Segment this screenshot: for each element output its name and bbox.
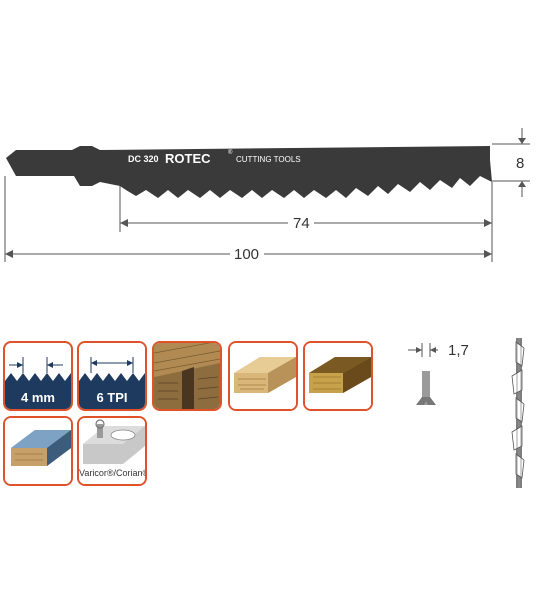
thickness-diagram: 1,7 bbox=[408, 342, 469, 405]
blade-drawing: DC 320 ROTEC ® CUTTING TOOLS 8 74 100 bbox=[4, 128, 530, 263]
solid-surface-label: Varicor®/Corian® bbox=[79, 468, 147, 478]
cut-length-arrow-right bbox=[484, 219, 492, 227]
blade-body bbox=[6, 146, 492, 198]
laminated-wood-icon bbox=[154, 343, 220, 409]
tpi-icon bbox=[79, 343, 145, 409]
blade-brand-mark: ® bbox=[228, 149, 233, 156]
height-arrow-bottom bbox=[518, 181, 526, 187]
total-length-arrow-right bbox=[484, 250, 492, 258]
cut-length-value: 74 bbox=[293, 215, 310, 232]
solid-surface-icon bbox=[79, 418, 145, 484]
tooth-set-profile bbox=[511, 338, 525, 488]
hardwood-icon bbox=[305, 343, 371, 409]
blade-model-text: DC 320 bbox=[128, 154, 159, 164]
solid-surface-tile: Varicor®/Corian® bbox=[77, 416, 147, 486]
blade-subtitle-text: CUTTING TOOLS bbox=[236, 155, 301, 164]
tooth-spacing-label: 4 mm bbox=[21, 390, 55, 405]
tpi-tile: 6 TPI bbox=[77, 341, 147, 411]
coated-board-tile bbox=[3, 416, 73, 486]
blade-brand-text: ROTEC bbox=[165, 151, 211, 166]
hardwood-tile bbox=[303, 341, 373, 411]
blade-profile bbox=[422, 371, 430, 405]
thickness-value: 1,7 bbox=[448, 342, 469, 359]
softwood-icon bbox=[230, 343, 296, 409]
cut-length-arrow-left bbox=[120, 219, 128, 227]
tpi-label: 6 TPI bbox=[96, 390, 128, 405]
softwood-tile bbox=[228, 341, 298, 411]
tooth-spacing-icon bbox=[5, 343, 71, 409]
coated-board-icon bbox=[5, 418, 71, 484]
height-value: 8 bbox=[516, 155, 524, 172]
laminated-wood-tile bbox=[152, 341, 222, 411]
tooth-spacing-tile: 4 mm bbox=[3, 341, 73, 411]
total-length-value: 100 bbox=[234, 246, 259, 263]
height-arrow-top bbox=[518, 138, 526, 144]
total-length-arrow-left bbox=[5, 250, 13, 258]
